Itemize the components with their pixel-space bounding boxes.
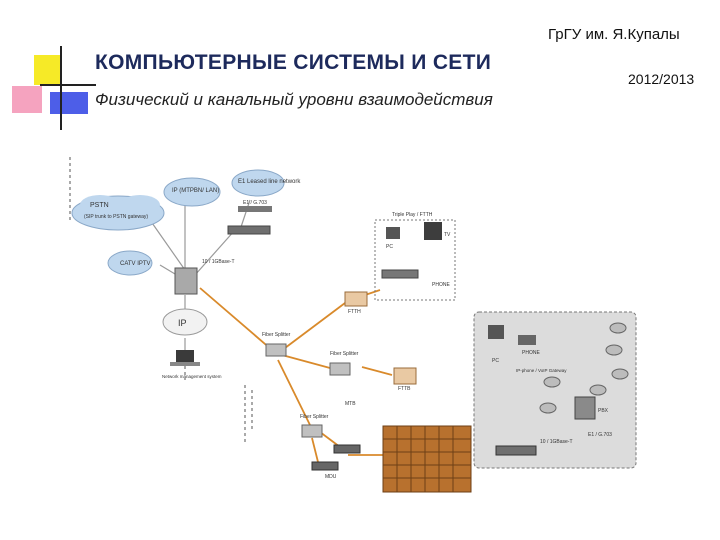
phone2-label: PHONE	[522, 350, 540, 356]
tv-icon	[424, 222, 442, 240]
ip-phone-icon	[518, 335, 536, 345]
cloud-leased-label: E1 Leased line network	[238, 179, 301, 185]
title-accent-pink	[12, 86, 42, 113]
phone-label: PHONE	[432, 282, 450, 288]
fiber-splitter-2	[329, 362, 351, 376]
ge-2-label: 10 / 1GBase-T	[540, 439, 573, 445]
phone-icon-1	[609, 322, 627, 334]
fiber-splitter-1	[265, 343, 287, 357]
ont-device	[381, 269, 419, 279]
mdu-note: IP-phone / VoIP Gateway	[516, 368, 567, 373]
triple-play-label: Triple Play / FTTH	[392, 212, 433, 218]
organization-name: ГрГУ им. Я.Купалы	[548, 26, 680, 43]
title-accent-vline	[60, 46, 62, 130]
triple-play-frame	[374, 219, 456, 301]
cloud-ip-lan: IP (MTPBN/ LAN)	[163, 177, 221, 207]
nms-laptop-icon	[176, 350, 194, 362]
phone-icon-6	[589, 384, 607, 396]
ftth-label: FTTH	[348, 309, 361, 315]
phone-icon-3	[611, 368, 629, 380]
mtb-label: MTB	[345, 401, 356, 407]
pc-label: PC	[386, 244, 393, 250]
splitter-2-label: Fiber Splitter	[330, 351, 359, 357]
page-subtitle: Физический и канальный уровни взаимодейс…	[95, 90, 493, 109]
cloud-catv: CATV IPTV	[107, 250, 153, 276]
olt-device	[174, 267, 198, 295]
fttb-building	[393, 367, 417, 385]
enterprise-panel: PC PHONE IP-phone / VoIP Gateway PBX E1 …	[473, 311, 637, 469]
cloud-pstn: PSTN (SIP trunk to PSTN gateway)	[71, 195, 165, 231]
fttb-label: FTTB	[398, 386, 411, 392]
cloud-ip-lan-label: IP (MTPBN/ LAN)	[172, 188, 219, 194]
tv-label: TV	[444, 232, 451, 238]
pc-icon	[386, 227, 400, 239]
pbx-device	[574, 396, 596, 420]
fiber-links	[199, 287, 395, 463]
cloud-catv-label: CATV IPTV	[120, 261, 151, 267]
apartment-building	[382, 425, 472, 493]
phone-icon-5	[539, 402, 557, 414]
gateway-switch	[495, 445, 537, 456]
pbx-label: PBX	[598, 408, 609, 414]
page-title: КОМПЬЮТЕРНЫЕ СИСТЕМЫ И СЕТИ	[95, 51, 492, 74]
academic-year: 2012/2013	[628, 71, 695, 87]
ftth-building	[344, 291, 368, 307]
e1-gateway	[227, 225, 271, 235]
e1-label: E1 / G.703	[243, 200, 267, 206]
olt-ge-label: 10 / 1GBase-T	[202, 259, 235, 265]
splitter-3-label: Fiber Splitter	[300, 414, 329, 420]
pc2-label: PC	[492, 358, 499, 364]
title-accent-hline	[40, 84, 96, 86]
mdu-switch-1	[333, 444, 361, 454]
title-accent-yellow	[34, 55, 62, 85]
cloud-ip-label: IP	[178, 318, 187, 328]
pc2-icon	[488, 325, 504, 339]
cloud-ip: IP	[162, 308, 208, 336]
nms-label: Network management system	[162, 374, 222, 379]
mdu-label: MDU	[325, 474, 337, 480]
e1-2-label: E1 / G.703	[588, 432, 612, 438]
cloud-leased: E1 Leased line network	[231, 169, 301, 197]
title-accent-blue	[50, 92, 88, 114]
cloud-pstn-note: (SIP trunk to PSTN gateway)	[84, 214, 148, 220]
nms-laptop-base	[170, 362, 200, 366]
mdu-switch-2	[311, 461, 339, 471]
phone-icon-2	[605, 344, 623, 356]
dashed-links	[184, 360, 253, 445]
e1-modem	[238, 206, 272, 212]
fiber-splitter-3	[301, 424, 323, 438]
splitter-1-label: Fiber Splitter	[262, 332, 291, 338]
cloud-pstn-label: PSTN	[90, 202, 109, 209]
phone-icon-4	[543, 376, 561, 388]
